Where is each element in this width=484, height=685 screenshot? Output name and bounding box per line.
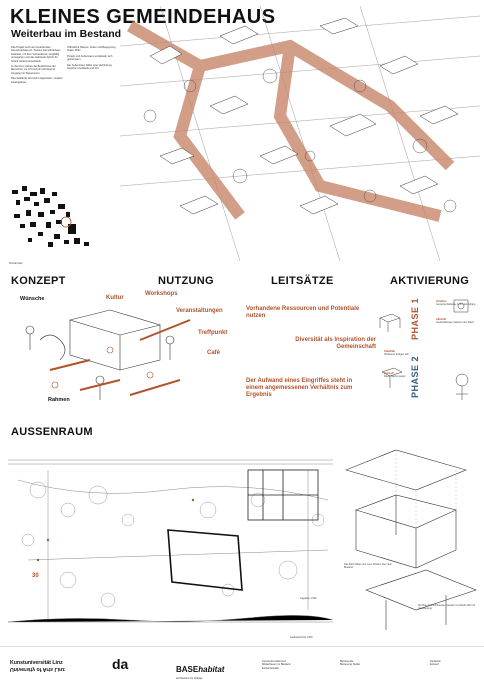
note-heading: Zukunft: [384, 372, 394, 375]
heading-aktivierung: AKTIVIERUNG: [390, 275, 470, 287]
note-text: Veranstaltungen beleben den Raum: [436, 321, 475, 324]
note-heading: Aktivität: [436, 318, 447, 321]
uni-logo: Kunstuniversität Linz University of Arts…: [10, 660, 65, 672]
phase-1-label: PHASE 1: [410, 298, 420, 341]
konzept-label-kultur: Kultur: [106, 295, 124, 301]
konzept-label-rahmen: Rahmen: [48, 397, 70, 403]
note-text: Gemeinschaftsidee formt den Anfang: [436, 303, 476, 306]
page-title: KLEINES GEMEINDEHAUS: [10, 6, 276, 28]
info-line: Betreuung Studio: [340, 663, 361, 667]
info-line: Weiterbauen im Bestand: [262, 663, 291, 667]
habitat-logo-part: habitat: [198, 665, 225, 674]
leitsatz-3: Der Aufwand eines Eingriffes steht in ei…: [246, 378, 353, 399]
intro-paragraph: Der Außenraum bildet eine Verbindung zwi…: [67, 63, 112, 71]
note-heading: Initiative: [436, 300, 447, 303]
section-caption: Geländeschnitt 1:500: [290, 636, 313, 639]
leitsatz-1: Vorhandene Ressourcen und Potentiale nut…: [246, 306, 360, 320]
note-heading: Stabilität: [384, 350, 395, 353]
exploded-axonometric: [345, 449, 477, 630]
intro-paragraph: Projekt und Außenraum entwickeln sich ge…: [67, 54, 113, 62]
base-tagline: architecture for change: [176, 677, 203, 680]
intro-column-2: Öffentliche Räume, Kultur und Begegnung …: [67, 46, 119, 186]
konzept-label-wuensche: Wünsche: [20, 296, 45, 302]
base-habitat-logo: BASEhabitat architecture for change: [176, 659, 224, 680]
nutzung-label-veranstaltungen: Veranstaltungen: [176, 308, 223, 314]
intro-paragraph: Das Gebäude wird nicht abgerissen, sonde…: [11, 77, 63, 84]
info-line: Entwurf: [430, 663, 439, 667]
heading-konzept: KONZEPT: [11, 275, 66, 287]
aktivierung-note-3: Stabilität Strukturen festigen sich: [384, 350, 420, 356]
info-line: Entwurfsstudio: [262, 666, 280, 670]
axo-description-1: Das Dach bildet eine neue Struktur über …: [344, 563, 392, 569]
nutzung-label-treffpunkt: Treffpunkt: [198, 330, 228, 336]
info-line: Betreuende: [340, 660, 354, 663]
intro-column-1: Das Projekt setzt am bestehenden Gemeind…: [11, 46, 63, 186]
da-logo: da: [112, 656, 129, 672]
nutzung-label-cafe: Café: [207, 350, 221, 356]
site-plan: [8, 459, 333, 623]
intro-paragraph: Öffentliche Räume, Kultur und Begegnung …: [67, 46, 116, 53]
nutzung-label-workshops: Workshops: [145, 291, 178, 297]
note-text: Raum wächst weiter: [384, 375, 406, 378]
note-text: Strukturen festigen sich: [384, 353, 409, 356]
heading-aussenraum: AUSSENRAUM: [11, 426, 93, 438]
aktivierung-note-2: Aktivität Veranstaltungen beleben den Ra…: [436, 318, 476, 324]
aktivierung-sketch: [379, 299, 469, 400]
figure-caption: Schwarzplan: [9, 262, 23, 265]
figure-ground-plan: [12, 186, 89, 247]
aerial-axonometric-drawing: [120, 6, 480, 261]
footer-supervisor-block: Betreuende Betreuung Studio: [340, 660, 390, 667]
aktivierung-note-4: Zukunft Raum wächst weiter: [384, 372, 420, 378]
concept-sketch: [25, 309, 191, 400]
site-plan-caption: Lageplan 1:500: [300, 597, 317, 600]
info-line: Kunstuniversität Linz: [262, 660, 286, 663]
page-subtitle: Weiterbau im Bestand: [11, 28, 122, 40]
footer-divider: [0, 646, 484, 647]
heading-leitsaetze: LEITSÄTZE: [271, 275, 334, 287]
info-line: Studentin: [430, 660, 441, 663]
intro-paragraph: Im Zentrum stehen die Bedürfnisse der Me…: [11, 65, 56, 75]
intro-paragraph: Das Projekt setzt am bestehenden Gemeind…: [11, 46, 61, 63]
aktivierung-note-1: Initiative Gemeinschaftsidee formt den A…: [436, 300, 476, 306]
footer-author-block: Studentin Entwurf: [430, 660, 478, 667]
uni-name-en: University of Arts Linz: [10, 666, 65, 672]
plan-marker-number: 30: [32, 573, 39, 579]
heading-nutzung: NUTZUNG: [158, 275, 214, 287]
axo-description-2: Der Bau wird schrittweise erweitert und …: [418, 604, 476, 610]
leitsatz-2: Diversität als Inspiration der Gemeinsch…: [295, 337, 376, 351]
base-logo-part: BASE: [176, 665, 199, 674]
uni-name: Kunstuniversität Linz: [10, 660, 63, 666]
footer-info-block: Kunstuniversität Linz Weiterbauen im Bes…: [262, 660, 312, 670]
